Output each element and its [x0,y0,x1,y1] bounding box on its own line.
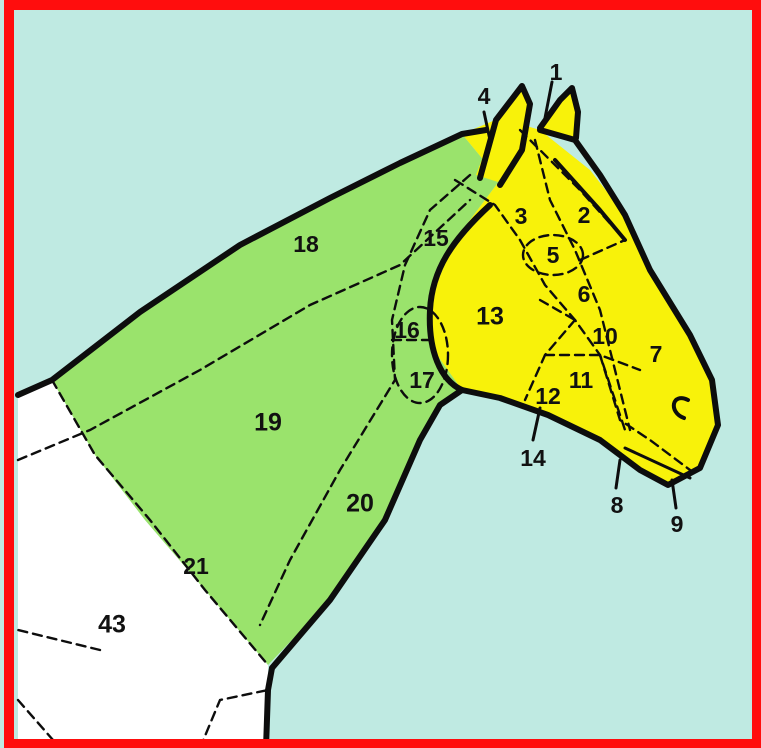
chest-outline [263,665,275,748]
region-label-7: 7 [650,341,663,367]
left-ear-outline [477,83,533,188]
region-label-11: 11 [569,367,594,393]
region-label-17: 17 [409,367,435,393]
region-label-2: 2 [578,202,591,228]
region-label-43: 43 [98,611,126,639]
region-label-12: 12 [535,383,561,409]
red-frame-border [4,0,761,748]
region-label-21: 21 [183,553,209,579]
region-label-16: 16 [394,317,420,343]
region-label-3: 3 [515,203,528,229]
neck-region [52,134,500,665]
region-label-10: 10 [592,323,618,349]
region-label-20: 20 [346,490,374,518]
region-label-15: 15 [423,225,449,251]
horse-outline [15,127,489,398]
region-label-14: 14 [520,445,546,471]
right-ear [540,88,578,140]
cheek-outline [426,202,493,393]
head-outline [269,127,721,671]
region-label-9: 9 [671,511,684,537]
region-label-6: 6 [578,281,591,307]
region-label-4: 4 [478,83,491,109]
head-region [430,118,718,485]
mouth-line [623,446,692,480]
region-label-18: 18 [293,231,319,257]
region-label-13: 13 [476,303,504,331]
region-label-5: 5 [547,242,560,268]
body-region [18,380,268,748]
region-label-1: 1 [550,59,563,85]
nostril [672,396,690,420]
leader-lines [482,80,678,510]
right-ear-outline [537,85,581,141]
region-label-19: 19 [254,409,282,437]
region-label-8: 8 [611,492,624,518]
left-ear [476,86,530,182]
